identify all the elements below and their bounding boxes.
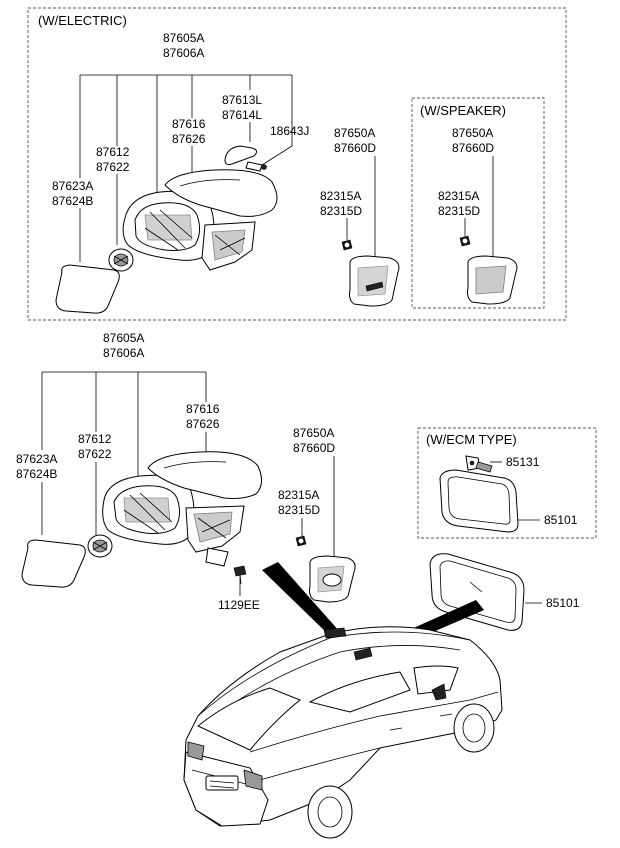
bottom-mirror-cover xyxy=(147,451,262,499)
label-87613L: 87613L xyxy=(222,93,262,107)
label-87622-bottom: 87622 xyxy=(78,447,112,461)
pointer-mirror-wedge xyxy=(262,562,340,636)
ecm-section-title: (W/ECM TYPE) xyxy=(426,432,517,447)
top-mirror-base xyxy=(201,221,256,271)
car-illustration xyxy=(183,626,503,839)
label-85131: 85131 xyxy=(506,455,540,469)
label-85101-ecm: 85101 xyxy=(544,513,578,527)
top-screw-82315 xyxy=(341,239,353,251)
label-87650A-speaker: 87650A xyxy=(452,126,493,140)
bottom-labels: 87605A 87606A 87616 87626 87612 87622 87… xyxy=(16,331,580,612)
top-mirror-glass xyxy=(55,264,120,314)
label-87606A-bottom: 87606A xyxy=(103,346,144,360)
label-18643J: 18643J xyxy=(270,124,309,138)
bottom-mirror-glass xyxy=(21,539,86,588)
label-87650A-top: 87650A xyxy=(334,126,375,140)
speaker-section-title: (W/SPEAKER) xyxy=(420,103,506,118)
label-82315A-top: 82315A xyxy=(320,189,361,203)
speaker-cover xyxy=(467,255,518,305)
top-mirror-housing xyxy=(122,190,215,261)
label-87660D-bottom: 87660D xyxy=(293,441,335,455)
label-87606A-top: 87606A xyxy=(163,46,204,60)
ecm-sensor-85131 xyxy=(465,455,493,473)
label-87626-top: 87626 xyxy=(172,132,206,146)
label-82315A-speaker: 82315A xyxy=(438,189,479,203)
electric-section-title: (W/ELECTRIC) xyxy=(38,13,127,28)
speaker-screw-82315 xyxy=(459,235,471,247)
bottom-actuator xyxy=(87,534,113,558)
label-87605A-top: 87605A xyxy=(163,31,204,45)
label-85101-bottom: 85101 xyxy=(546,596,580,610)
label-87660D-top: 87660D xyxy=(334,141,376,155)
bottom-mirror-housing xyxy=(102,474,195,545)
bottom-mirror-base xyxy=(185,505,245,567)
label-82315A-bottom: 82315A xyxy=(278,488,319,502)
label-87622-top: 87622 xyxy=(96,160,130,174)
bottom-bolt-1129EE xyxy=(233,565,247,585)
label-87605A-bottom: 87605A xyxy=(103,331,144,345)
top-side-repeater xyxy=(224,145,258,165)
label-87650A-bottom: 87650A xyxy=(293,426,334,440)
label-87660D-speaker: 87660D xyxy=(452,141,494,155)
bottom-speaker-cover xyxy=(309,555,356,603)
label-87616-top: 87616 xyxy=(172,117,206,131)
bottom-leader-lines xyxy=(41,371,542,604)
label-87612-top: 87612 xyxy=(96,145,130,159)
ecm-section-box xyxy=(417,427,597,539)
label-87624B-top: 87624B xyxy=(52,194,93,208)
top-speaker-cover xyxy=(349,255,400,307)
speaker-section-box xyxy=(411,97,545,309)
bottom-screw-82315 xyxy=(295,535,307,547)
top-labels: 87605A 87606A 87612 87622 87623A 87624B … xyxy=(52,31,494,218)
label-82315D-speaker: 82315D xyxy=(438,204,480,218)
label-87614L: 87614L xyxy=(222,108,262,122)
ecm-inside-mirror xyxy=(439,469,519,533)
label-1129EE: 1129EE xyxy=(218,598,260,612)
label-87612-bottom: 87612 xyxy=(78,432,112,446)
label-87624B-bottom: 87624B xyxy=(16,467,57,481)
label-87626-bottom: 87626 xyxy=(186,417,220,431)
label-87616-bottom: 87616 xyxy=(186,402,220,416)
label-87623A-bottom: 87623A xyxy=(16,452,57,466)
top-actuator xyxy=(108,248,134,272)
label-82315D-top: 82315D xyxy=(320,204,362,218)
label-82315D-bottom: 82315D xyxy=(278,503,320,517)
top-mirror-cover xyxy=(164,169,278,217)
top-leader-lines xyxy=(79,74,494,262)
top-bulb-connector xyxy=(245,161,267,172)
label-87623A-top: 87623A xyxy=(52,179,93,193)
